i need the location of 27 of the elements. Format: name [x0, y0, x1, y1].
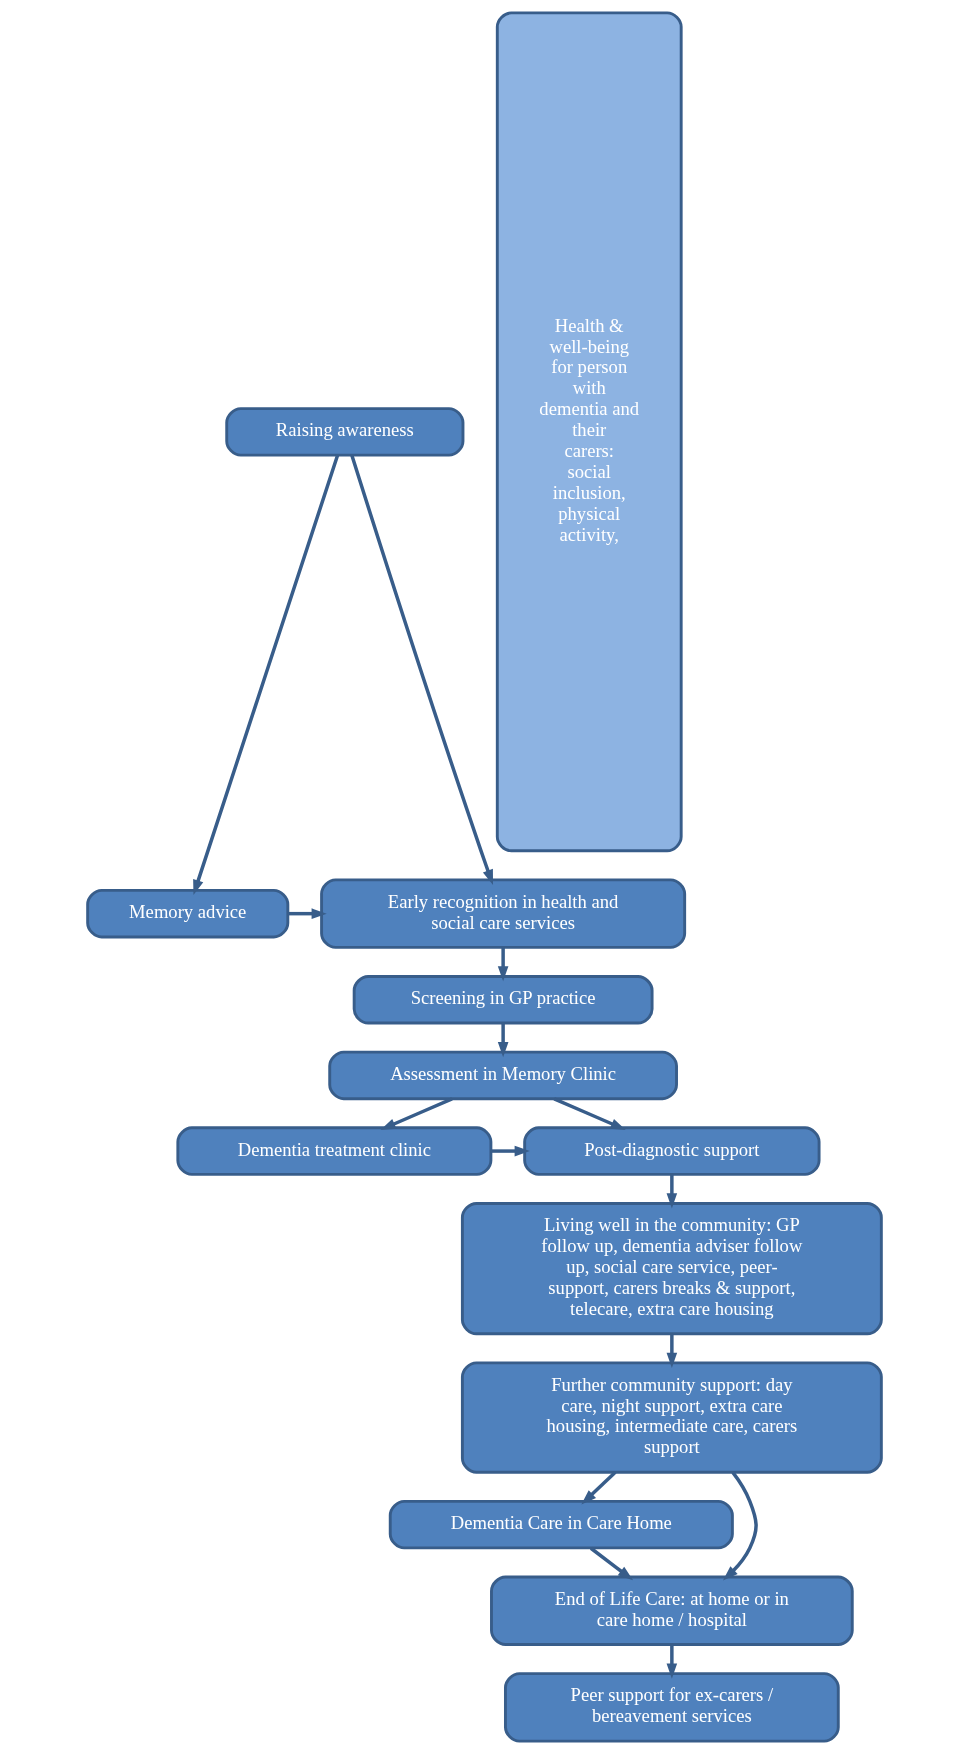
node-box: Early recognition in health and social care services: [319, 878, 686, 949]
arrow: [666, 1644, 677, 1679]
arrow: [497, 1023, 508, 1058]
arrow: [497, 947, 508, 982]
node-box: Memory advice: [85, 888, 289, 939]
node-box: Health & well-being for person with dementia and their carers: social inclusion, physical activity,: [495, 11, 683, 853]
node-box: Further community support: day care, night support, extra care housing, intermediate care, carers support: [460, 1361, 883, 1474]
node-box: Post-diagnostic support: [522, 1126, 821, 1176]
arrow: [580, 1471, 616, 1505]
node-box: Raising awareness: [224, 407, 464, 457]
node-box: Screening in GP practice: [352, 975, 654, 1025]
node-box: Living well in the community: GP follow up, dementia adviser follow up, social care service, peer-support, carers breaks & support, telecare, extra care housing: [460, 1202, 883, 1336]
arrow: [666, 1334, 677, 1368]
arrow: [490, 1145, 530, 1157]
node-box: Assessment in Memory Clinic: [327, 1050, 678, 1101]
node-box: End of Life Care: at home or in care home / hospital: [489, 1575, 854, 1646]
arrow: [192, 454, 339, 896]
node-box: Dementia Care in Care Home: [388, 1499, 734, 1550]
arrow: [287, 908, 327, 919]
arrow: [666, 1174, 677, 1209]
arrow: [349, 454, 493, 885]
node-box: Peer support for ex-carers / bereavement services: [503, 1672, 840, 1743]
node-box: Dementia treatment clinic: [175, 1126, 492, 1176]
arrow: [589, 1546, 633, 1581]
arrow: [722, 1471, 758, 1581]
arrow: [553, 1097, 626, 1130]
arrow: [379, 1097, 453, 1130]
